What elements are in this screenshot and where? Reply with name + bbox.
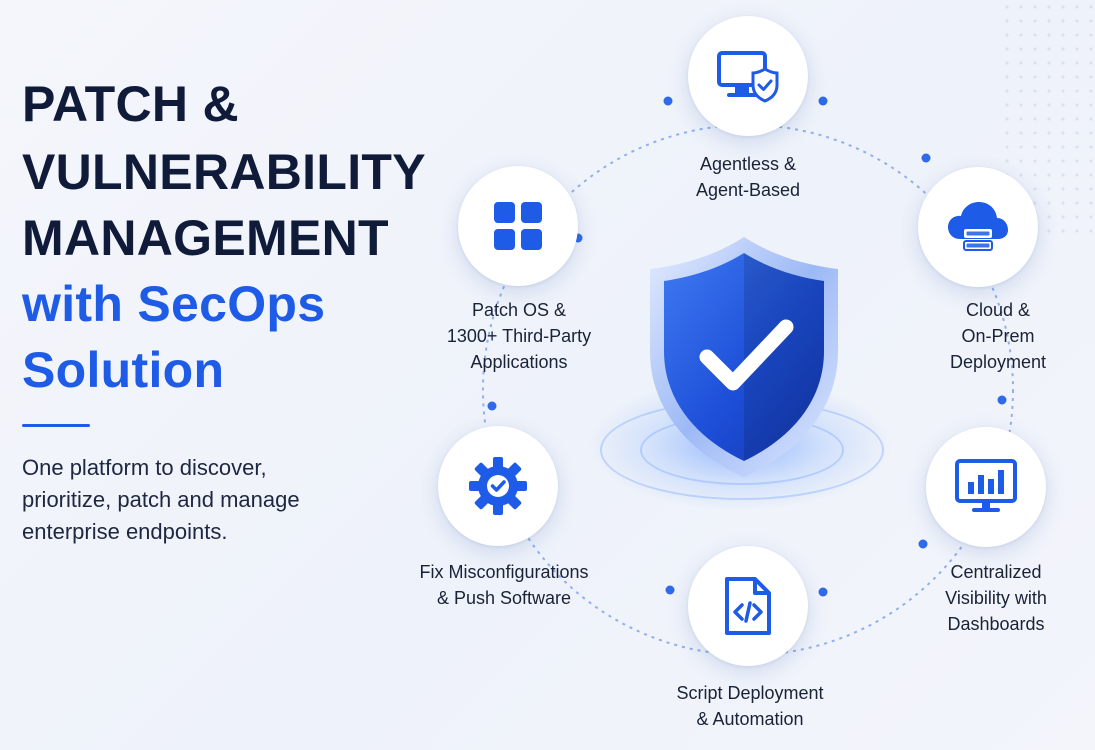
orbit-dot bbox=[918, 539, 928, 549]
gear-check-icon bbox=[469, 457, 527, 515]
shield-check-icon bbox=[650, 237, 838, 477]
headline-line-2: VULNERABILITY bbox=[22, 144, 426, 200]
feature-script-label: Script Deployment & Automation bbox=[630, 680, 870, 732]
feature-patch-label: Patch OS & 1300+ Third-Party Application… bbox=[410, 297, 628, 375]
feature-cloud-node[interactable] bbox=[918, 167, 1038, 287]
apps-grid-icon bbox=[494, 202, 542, 250]
headline-line-1: PATCH & bbox=[22, 76, 239, 132]
feature-dashboards-label-line: Centralized bbox=[950, 562, 1042, 582]
feature-misconfig-node[interactable] bbox=[438, 426, 558, 546]
orbit-dot bbox=[818, 96, 828, 106]
feature-patch-label-line: 1300+ Third-Party bbox=[446, 326, 592, 346]
feature-agentless-label: Agentless & Agent-Based bbox=[648, 151, 848, 203]
tagline-line-1: One platform to discover, bbox=[22, 455, 267, 480]
feature-patch-label-line: Patch OS & bbox=[471, 300, 567, 320]
orbit-dot bbox=[487, 401, 497, 411]
feature-cloud-label: Cloud & On-Prem Deployment bbox=[898, 297, 1095, 375]
orbit-dot bbox=[818, 587, 828, 597]
feature-script-node[interactable] bbox=[688, 546, 808, 666]
orbit-dot bbox=[921, 153, 931, 163]
feature-agentless-label-line: Agentless & bbox=[699, 154, 797, 174]
feature-patch-node[interactable] bbox=[458, 166, 578, 286]
feature-cloud-label-line: Cloud & bbox=[965, 300, 1031, 320]
feature-agentless-label-line: Agent-Based bbox=[695, 180, 801, 200]
headline-line-3: MANAGEMENT bbox=[22, 210, 389, 266]
feature-script-label-line: & Automation bbox=[696, 709, 804, 729]
dashboard-chart-icon bbox=[955, 459, 1017, 512]
headline-line-5: Solution bbox=[22, 342, 225, 398]
tagline-line-2: prioritize, patch and manage bbox=[22, 487, 300, 512]
feature-dashboards-label-line: Visibility with bbox=[945, 588, 1047, 608]
feature-dashboards-label: Centralized Visibility with Dashboards bbox=[896, 559, 1095, 637]
feature-misconfig-label-line: & Push Software bbox=[436, 588, 572, 608]
tagline-line-3: enterprise endpoints. bbox=[22, 519, 228, 544]
feature-agentless-node[interactable] bbox=[688, 16, 808, 136]
orbit-dot bbox=[663, 96, 673, 106]
orbit-dot bbox=[665, 585, 675, 595]
orbit-dot bbox=[997, 395, 1007, 405]
script-file-icon bbox=[725, 577, 771, 635]
feature-misconfig-label-line: Fix Misconfigurations bbox=[419, 562, 589, 582]
feature-dashboards-node[interactable] bbox=[926, 427, 1046, 547]
feature-script-label-line: Script Deployment bbox=[676, 683, 824, 703]
feature-dashboards-label-line: Dashboards bbox=[947, 614, 1045, 634]
feature-patch-label-line: Applications bbox=[470, 352, 568, 372]
feature-cloud-label-line: Deployment bbox=[949, 352, 1047, 372]
headline-divider bbox=[22, 424, 90, 427]
cloud-server-icon bbox=[948, 202, 1008, 251]
tagline: One platform to discover, prioritize, pa… bbox=[22, 452, 402, 548]
feature-cloud-label-line: On-Prem bbox=[961, 326, 1035, 346]
headline-line-4: with SecOps bbox=[22, 276, 326, 332]
feature-misconfig-label: Fix Misconfigurations & Push Software bbox=[394, 559, 614, 611]
monitor-shield-icon bbox=[717, 51, 779, 103]
